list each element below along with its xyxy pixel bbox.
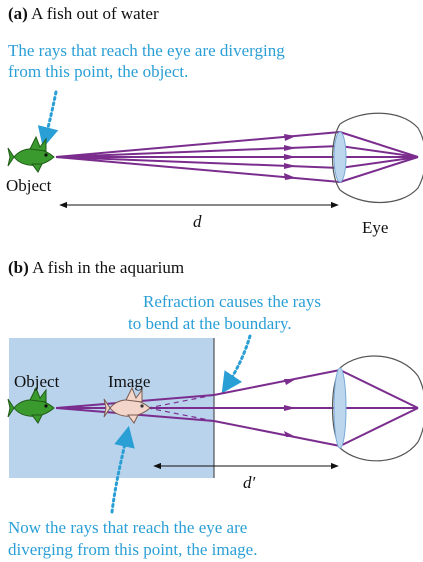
part-a-rays bbox=[56, 132, 418, 182]
part-a-object-pointer bbox=[44, 92, 56, 144]
part-b-bottom-line2: diverging from this point, the image. bbox=[8, 539, 257, 560]
part-a-ray-arrowheads bbox=[284, 134, 296, 180]
part-b-ray-arrowheads bbox=[284, 379, 296, 437]
part-b-object-label: Object bbox=[14, 372, 59, 392]
part-b-image-label: Image bbox=[108, 372, 150, 392]
part-a-object-fish-icon bbox=[8, 137, 54, 172]
part-b-boundary-pointer bbox=[224, 336, 250, 390]
part-b-bottom-line1: Now the rays that reach the eye are bbox=[8, 517, 247, 538]
part-b-distance-label: d′ bbox=[243, 473, 255, 493]
